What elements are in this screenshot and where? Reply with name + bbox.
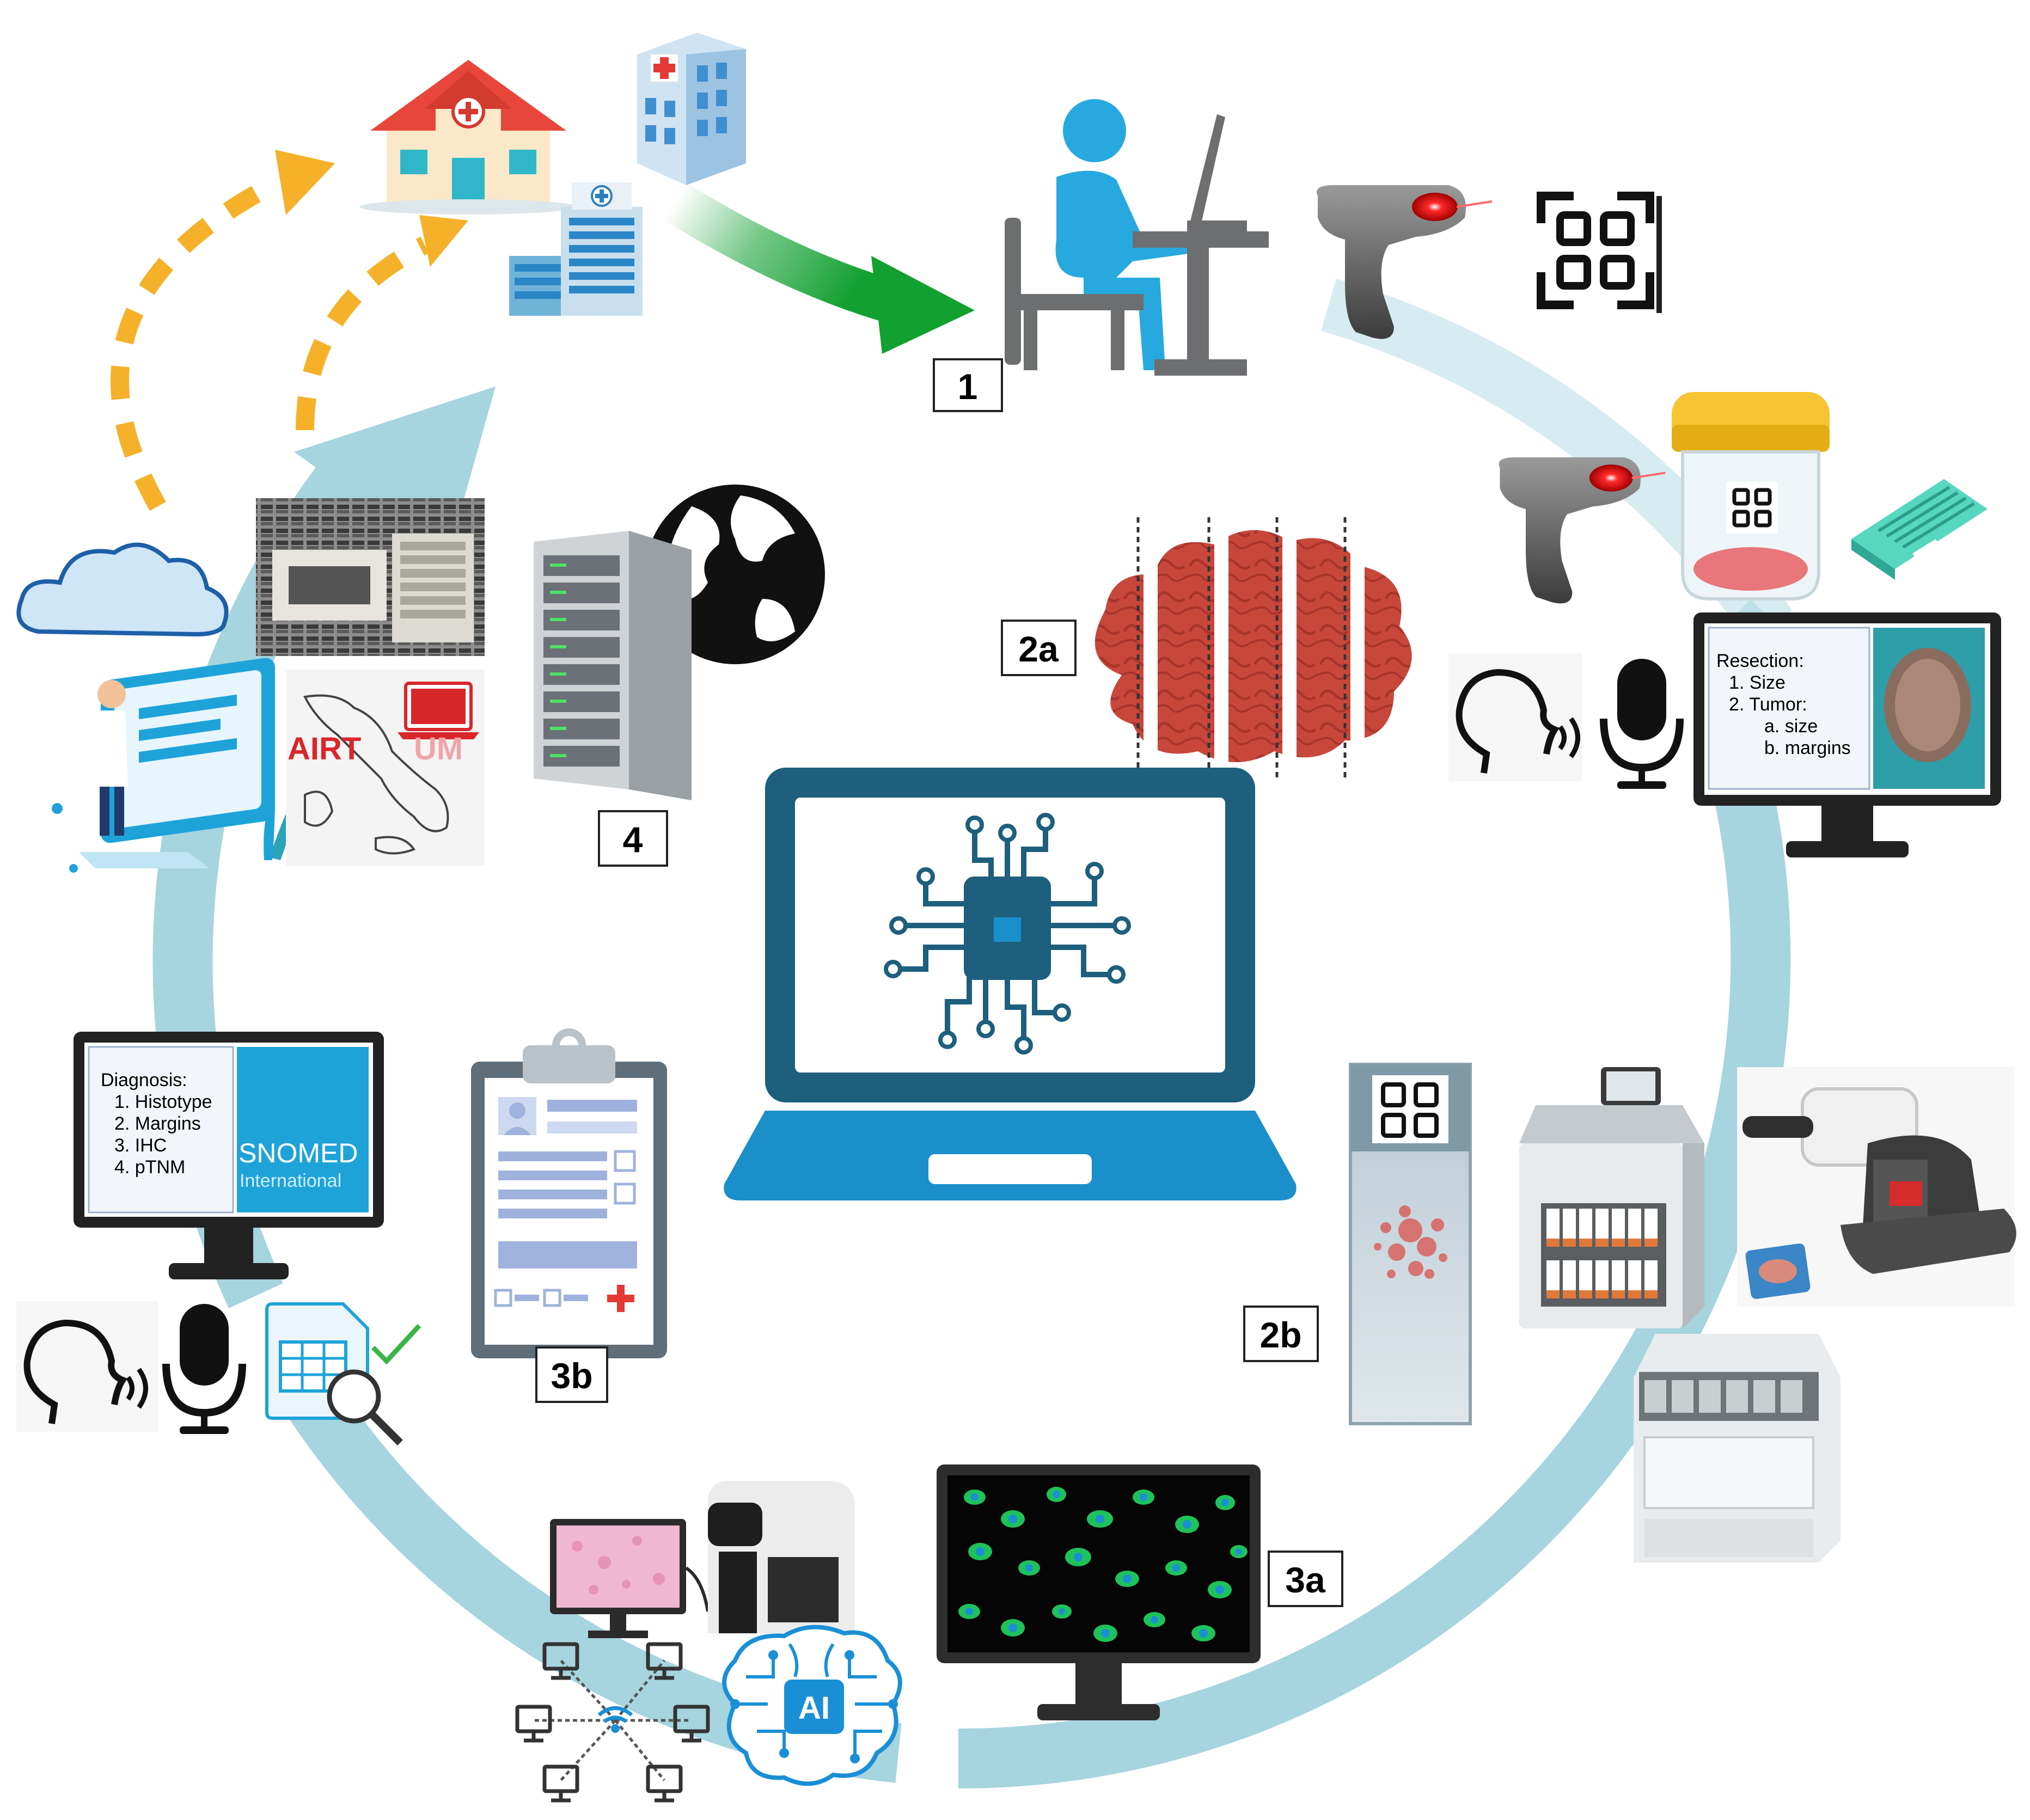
speaking-head-icon	[1456, 669, 1580, 774]
green-arrow	[663, 182, 975, 354]
server-globe-icon	[534, 485, 825, 800]
step-1-box: 1	[933, 358, 1003, 412]
diagnosis-item-2: 2. Margins	[114, 1113, 201, 1134]
resection-sub-b: b. margins	[1764, 738, 1851, 758]
microphone-icon	[1600, 659, 1684, 789]
diagnosis-item-1: 1. Histotype	[114, 1092, 212, 1112]
resection-item-1: 1. Size	[1729, 672, 1786, 693]
step-3a-box: 3a	[1268, 1551, 1343, 1607]
diagnosis-monitor: Diagnosis: 1. Histotype 2. Margins 3. IH…	[74, 1032, 384, 1279]
resection-title: Resection:	[1716, 651, 1804, 671]
laptop-red-icon	[398, 682, 479, 739]
voice-dictation-panel-bottom	[16, 1301, 421, 1445]
ai-brain-icon: AI	[722, 1625, 902, 1786]
dashed-feedback-arrows	[111, 150, 468, 511]
airtum-map-panel: AIRT UM	[286, 670, 485, 866]
step-2a-label: 2a	[1018, 629, 1059, 669]
ai-badge-label: AI	[798, 1690, 830, 1726]
snomed-sub: International	[240, 1171, 341, 1191]
step-2b-box: 2b	[1243, 1306, 1319, 1362]
central-ai-laptop	[724, 768, 1297, 1200]
operator-at-desk-icon	[1005, 99, 1269, 376]
fluorescence-monitor	[937, 1464, 1261, 1720]
step-3b-label: 3b	[551, 1356, 592, 1396]
resection-item-2: 2. Tumor:	[1729, 694, 1807, 715]
step-4-label: 4	[623, 819, 643, 860]
resection-monitor: Resection: 1. Size 2. Tumor: a. size b. …	[1693, 612, 2001, 857]
hospital-house-icon	[359, 60, 577, 215]
microtome-icon	[1737, 1067, 2016, 1307]
network-topology-icon	[515, 1642, 710, 1803]
barcode-scanner-icon	[1499, 457, 1666, 604]
cassette-icon	[1851, 479, 1988, 580]
tissue-processor-icon	[1519, 1067, 1704, 1328]
hospital-building-icon	[509, 182, 643, 316]
step-4-box: 4	[598, 810, 668, 867]
slide-scanner-workstation	[550, 1481, 855, 1638]
voice-dictation-panel-top	[1448, 653, 1684, 789]
clinical-report-clipboard-icon	[471, 1028, 667, 1358]
step-3a-label: 3a	[1285, 1560, 1326, 1600]
archive-machine-photo	[256, 498, 485, 656]
tissue-sections-icon	[1095, 517, 1412, 779]
airtum-logo-part1: AIRT	[288, 731, 361, 767]
diagnosis-title: Diagnosis:	[101, 1070, 187, 1090]
step-3b-box: 3b	[535, 1346, 608, 1403]
step-2a-box: 2a	[1001, 620, 1077, 676]
circuit-chip-icon	[898, 828, 1116, 1040]
speaking-head-icon	[23, 1319, 148, 1424]
microphone-icon	[162, 1304, 246, 1434]
specimen-jar-icon	[1672, 392, 1830, 600]
document-search-icon	[265, 1302, 421, 1445]
diagnosis-item-3: 3. IHC	[114, 1135, 167, 1156]
stainer-icon	[1634, 1334, 1841, 1562]
glass-slide-icon	[1349, 1063, 1472, 1425]
step-2b-label: 2b	[1259, 1315, 1301, 1355]
diagnosis-item-4: 4. pTNM	[114, 1157, 185, 1178]
hospital-tower-icon	[637, 33, 746, 185]
step-1-label: 1	[958, 366, 978, 407]
qr-scan-icon	[1537, 192, 1662, 313]
barcode-scanner-icon	[1317, 185, 1493, 339]
resection-sub-a: a. size	[1764, 716, 1818, 737]
snomed-name: SNOMED	[239, 1138, 358, 1168]
snomed-logo: SNOMED International	[237, 1047, 369, 1212]
cloud-icon	[16, 542, 229, 637]
airtum-logo-part2: UM	[414, 731, 463, 767]
